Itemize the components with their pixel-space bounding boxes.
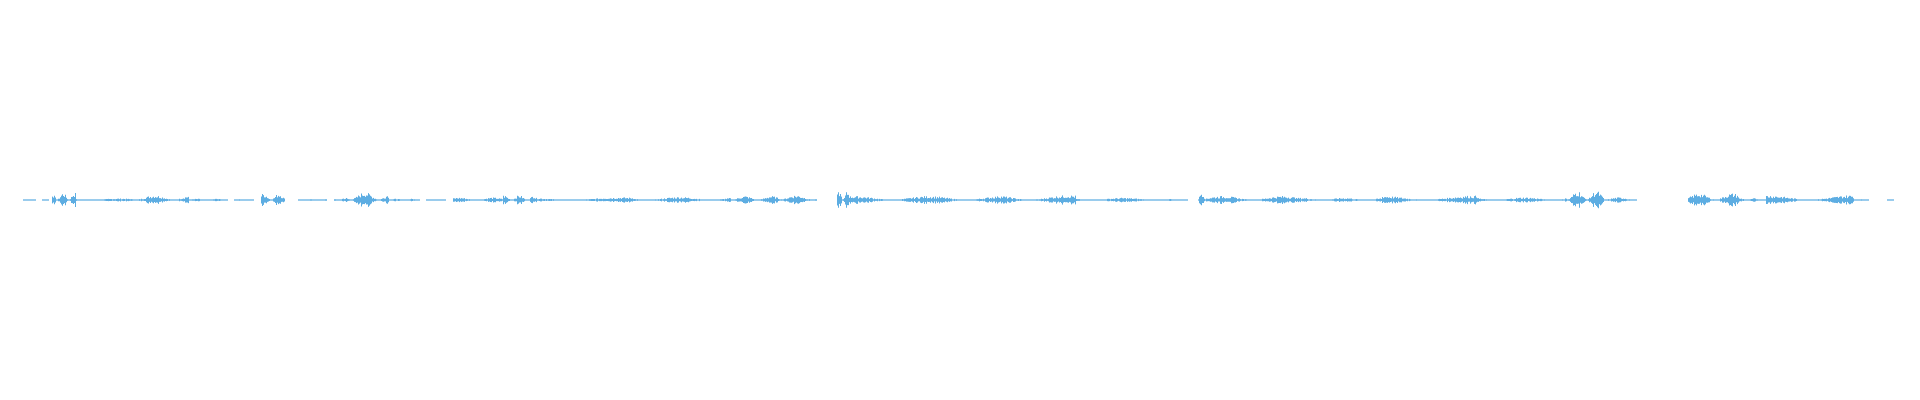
waveform-segment [849, 196, 999, 204]
waveform-segment [75, 198, 132, 202]
waveform-segment [188, 198, 228, 202]
waveform-bars [23, 191, 1894, 209]
waveform-segment [234, 199, 254, 201]
waveform-segment [261, 193, 285, 207]
waveform-segment [52, 193, 76, 207]
waveform-segment [1887, 199, 1894, 201]
waveform-segment [1478, 197, 1566, 203]
waveform-segment [453, 197, 504, 203]
waveform-segment [23, 199, 36, 201]
waveform-segment [1171, 199, 1188, 201]
waveform-segment [534, 197, 635, 203]
waveform-segment [1738, 198, 1767, 202]
waveform-segment [1766, 195, 1854, 205]
waveform-segment [334, 198, 347, 202]
waveform-segment [1853, 199, 1869, 201]
waveform-segment [131, 196, 189, 204]
waveform-segment [1198, 194, 1207, 206]
waveform-segment [837, 192, 850, 208]
waveform-segment [42, 199, 49, 201]
waveform-segment [1206, 196, 1297, 204]
waveform-segment [1382, 195, 1479, 205]
waveform-segment [503, 195, 535, 205]
waveform-segment [346, 193, 389, 207]
waveform-segment [298, 199, 327, 201]
waveform-segment [1603, 197, 1637, 203]
waveform-segment [783, 195, 817, 205]
waveform-segment [998, 195, 1076, 205]
waveform-segment [426, 199, 446, 201]
waveform-segment [388, 198, 420, 202]
waveform-segment [730, 196, 784, 204]
waveform-segment [634, 197, 731, 203]
waveform-segment [1565, 191, 1604, 209]
waveform-segment [1075, 197, 1172, 203]
waveform-segment [1296, 197, 1383, 203]
waveform-segment [1688, 193, 1739, 207]
